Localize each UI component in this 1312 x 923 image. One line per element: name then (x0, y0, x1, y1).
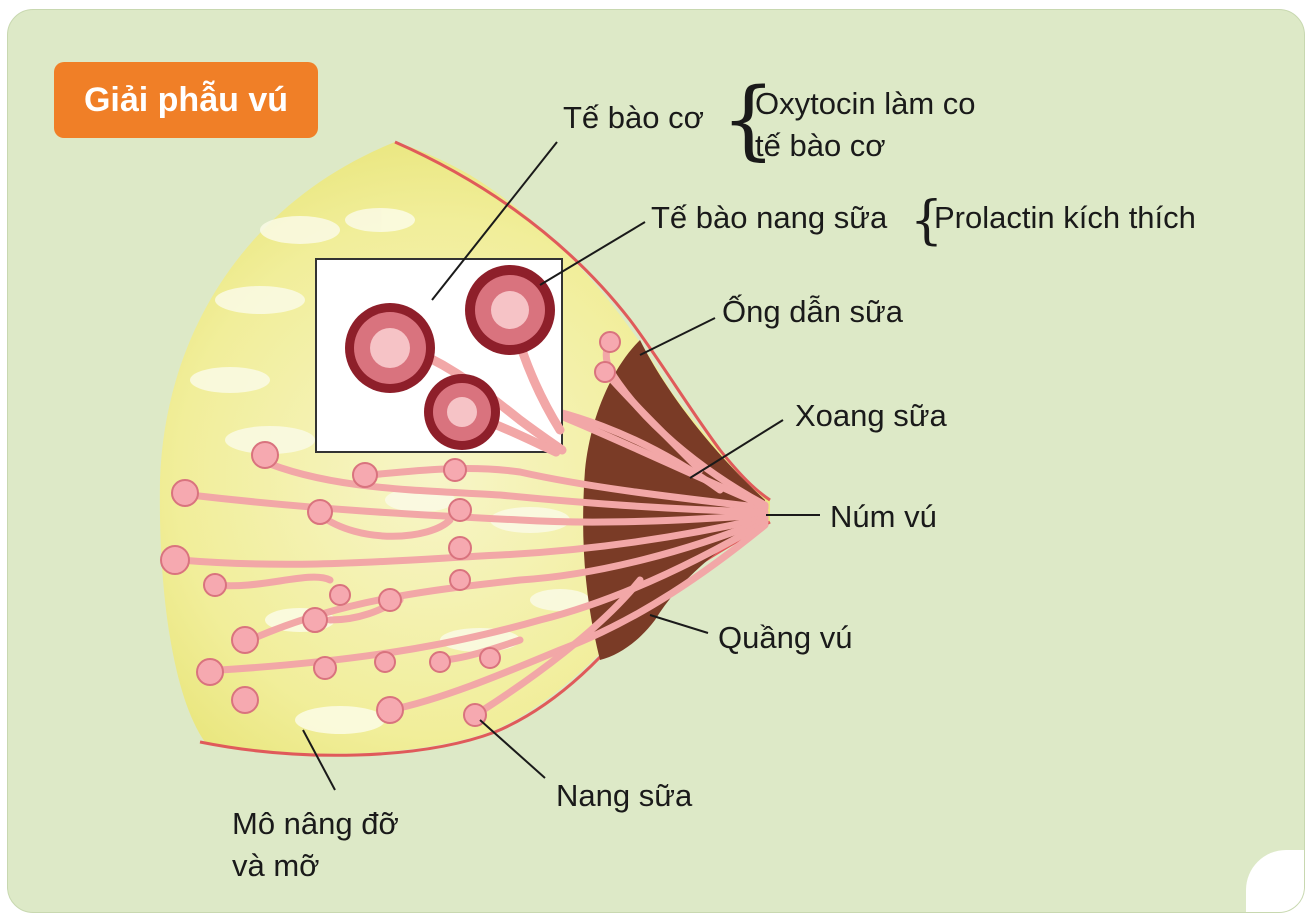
label-milk-sinus: Xoang sữa (795, 398, 947, 434)
label-alveoli: Nang sữa (556, 778, 692, 814)
label-alveolar-cell: Tế bào nang sữa (651, 200, 887, 236)
label-oxytocin: Oxytocin làm co (755, 86, 976, 122)
label-support-tissue: Mô nâng đỡ (232, 806, 399, 842)
label-nipple: Núm vú (830, 499, 937, 535)
inset-alveolus-top (465, 265, 555, 355)
label-areola: Quầng vú (718, 620, 852, 656)
label-muscle-cell: Tế bào cơ (563, 100, 704, 136)
label-milk-duct: Ống dẫn sữa (722, 294, 903, 330)
label-oxytocin-line2: tế bào cơ (755, 128, 886, 164)
inset-alveolus-large (345, 303, 435, 393)
label-support-tissue-line2: và mỡ (232, 848, 320, 884)
inset-alveolus-small (424, 374, 500, 450)
label-prolactin: Prolactin kích thích (934, 200, 1196, 236)
